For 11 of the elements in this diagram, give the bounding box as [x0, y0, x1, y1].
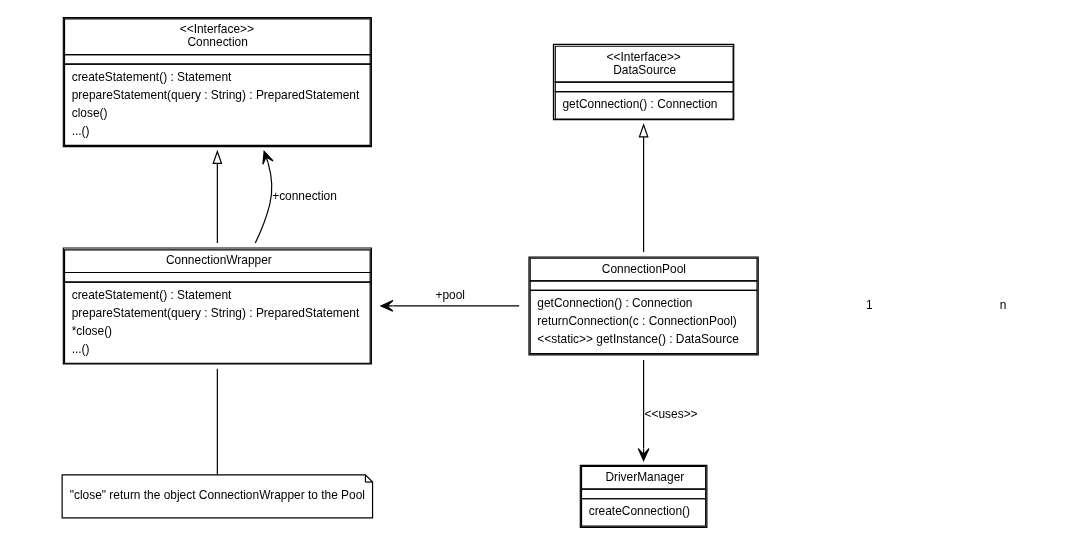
arrow	[212, 149, 223, 244]
edge-label: <<uses>>	[644, 406, 698, 421]
label: 1	[865, 297, 873, 312]
label: n	[999, 297, 1007, 312]
edge-label: +connection	[272, 189, 337, 204]
edge-label: +pool	[435, 287, 465, 302]
arrow	[380, 299, 520, 312]
connector	[216, 368, 218, 476]
arrow	[254, 150, 274, 244]
arrow	[638, 123, 649, 253]
arrow	[637, 359, 650, 462]
